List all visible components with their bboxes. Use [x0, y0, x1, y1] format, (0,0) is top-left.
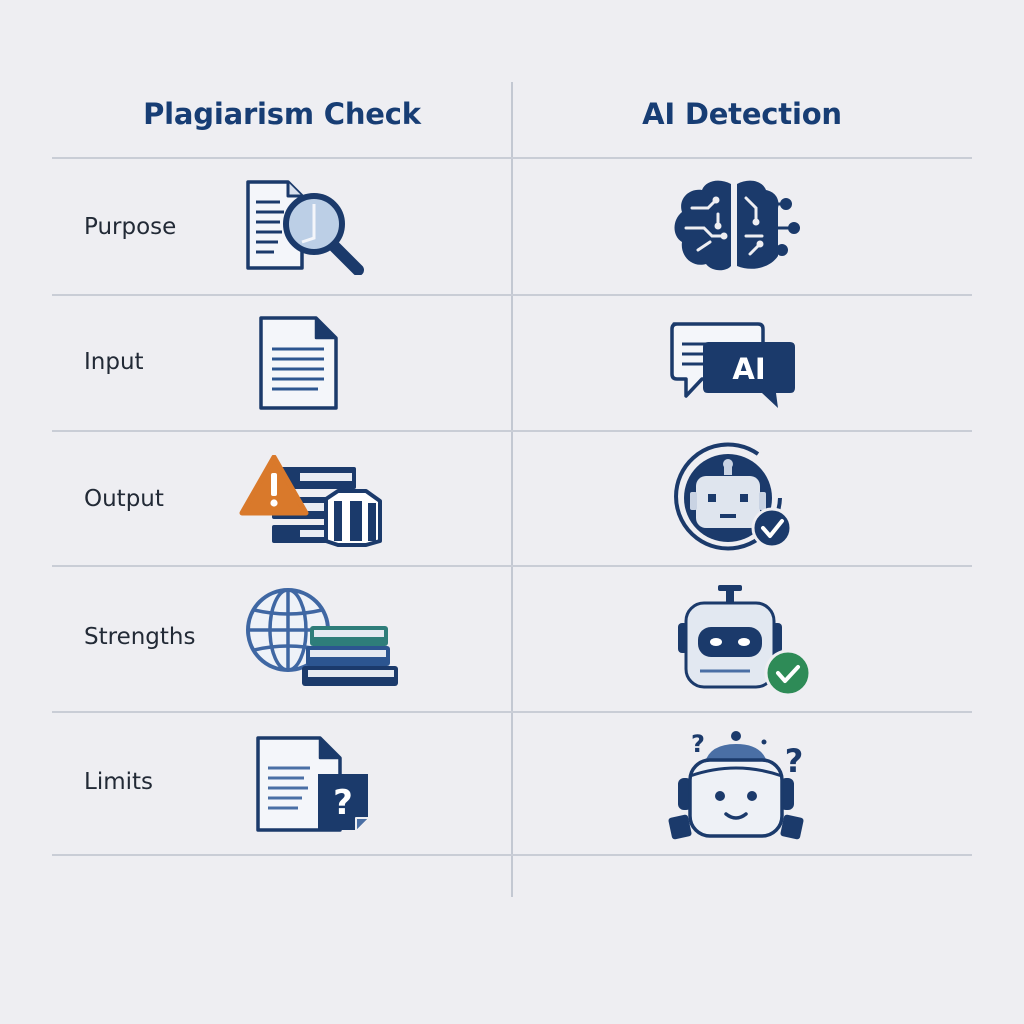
- row-label-input: Input: [84, 349, 144, 375]
- row-divider-2: [52, 430, 972, 432]
- robot-check-badge-icon: [674, 442, 793, 551]
- question-mark-right: ?: [785, 742, 804, 780]
- text-document-icon: [259, 316, 338, 410]
- column-divider: [511, 82, 513, 897]
- row-divider-5: [52, 854, 972, 856]
- confused-robot-icon: ? ?: [668, 730, 804, 840]
- warning-database-icon: [239, 455, 382, 547]
- ai-chat-bubble-icon: AI: [670, 322, 795, 408]
- question-mark-glyph: ?: [333, 783, 353, 823]
- column-header-plagiarism-check: Plagiarism Check: [143, 97, 421, 131]
- robot-verified-icon: [678, 585, 812, 697]
- row-divider-3: [52, 565, 972, 567]
- row-divider-1: [52, 294, 972, 296]
- question-mark-left: ?: [691, 730, 705, 758]
- row-label-strengths: Strengths: [84, 624, 196, 650]
- row-label-output: Output: [84, 486, 164, 512]
- globe-books-icon: [246, 588, 398, 686]
- circuit-brain-icon: [674, 180, 800, 271]
- row-divider-header: [52, 157, 972, 159]
- row-label-purpose: Purpose: [84, 214, 177, 240]
- document-question-icon: ?: [256, 736, 368, 832]
- row-divider-4: [52, 711, 972, 713]
- ai-badge-text: AI: [732, 352, 765, 386]
- row-label-limits: Limits: [84, 769, 153, 795]
- document-magnifier-icon: [246, 180, 364, 275]
- column-header-ai-detection: AI Detection: [642, 97, 842, 131]
